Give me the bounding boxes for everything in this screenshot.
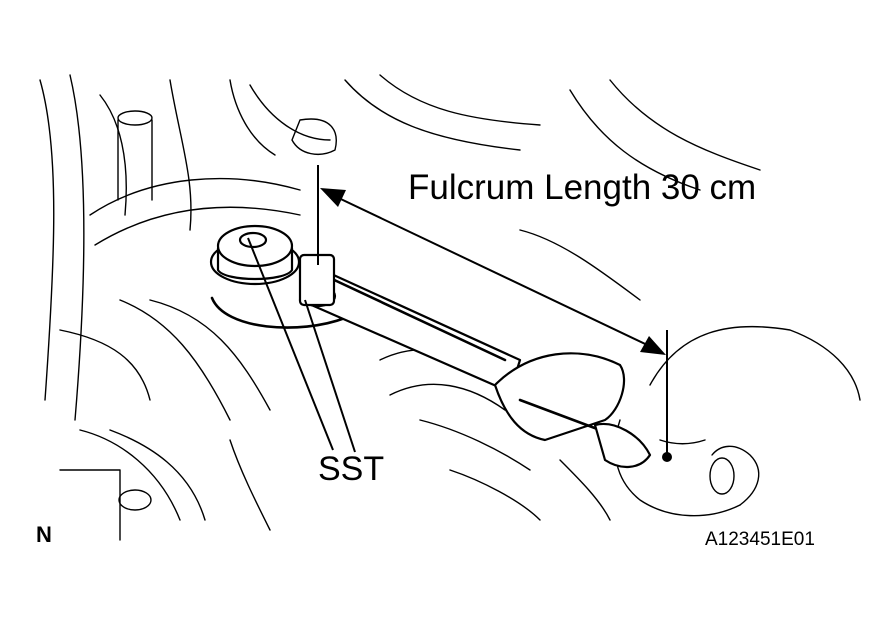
- fulcrum-length-dimension: [317, 165, 672, 462]
- sst-label: SST: [318, 450, 385, 488]
- dimension-arrowhead-right: [640, 336, 666, 355]
- torque-wrench: [298, 253, 652, 468]
- fulcrum-length-label: Fulcrum Length 30 cm: [408, 168, 757, 207]
- fulcrum-point-marker: [662, 452, 672, 462]
- hand-outline: [614, 325, 861, 517]
- dimension-arrowhead-left: [320, 188, 346, 207]
- north-indicator: N: [36, 522, 52, 547]
- sst-leader-lines: [247, 237, 356, 453]
- figure-id: A123451E01: [705, 529, 815, 550]
- nut-fitting: [209, 224, 347, 329]
